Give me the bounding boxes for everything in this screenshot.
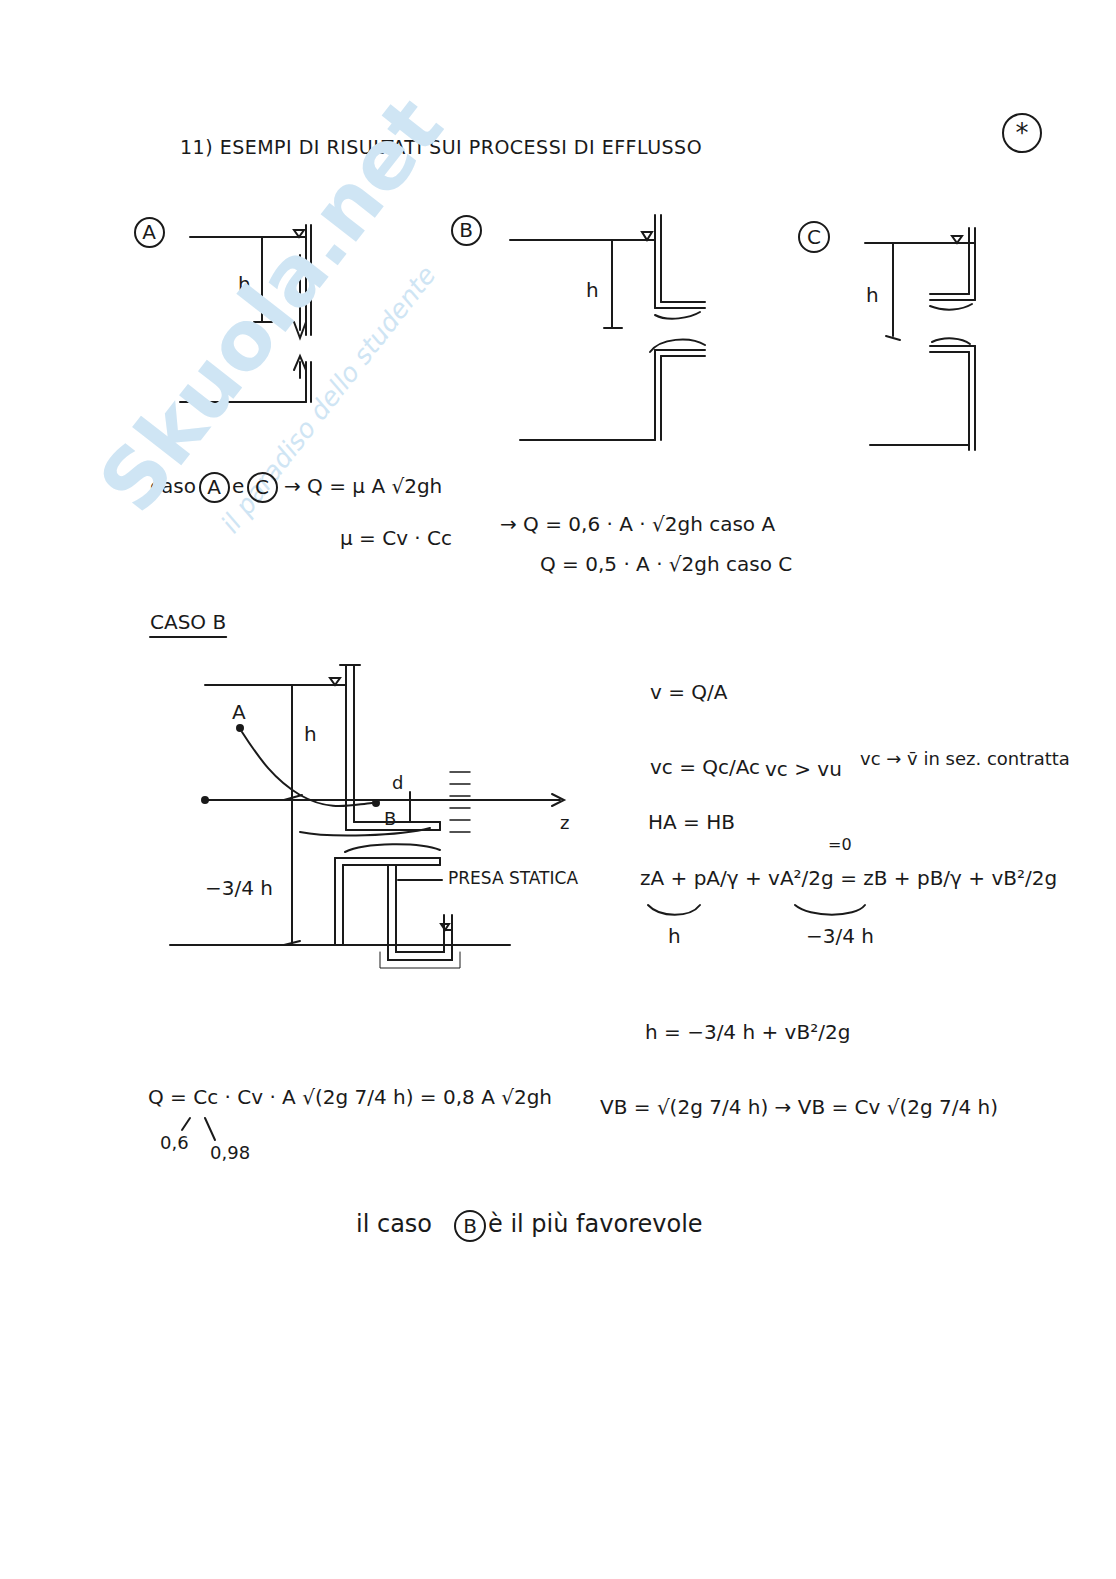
coefficient: 0,98 [210,1142,250,1164]
formula: vc > vu [765,757,842,781]
point-label: A [232,700,246,724]
dimension-label: d [392,772,403,794]
coefficient: 0,6 [160,1132,189,1154]
circle-letter: B [463,1216,477,1236]
formula: Q = 0,5 · A · √2gh caso C [540,552,792,576]
section-heading: CASO B [150,610,226,634]
circle-letter: C [255,477,269,497]
underline [150,636,226,638]
height-label: h [668,924,681,948]
circled-mark: * [1002,113,1042,153]
orifice-b [510,215,705,440]
orifice-c [865,228,975,450]
height-label: −3/4 h [205,876,273,900]
formula: zA + pA/γ + vA²/2g = zB + pB/γ + vB²/2g [640,866,1057,890]
formula: → Q = μ A √2gh [284,474,442,498]
orifice-b-detail [170,665,564,968]
brace [795,905,865,915]
case-marker: A [134,217,165,248]
height-label: h [304,722,317,746]
circle-letter: B [459,220,473,240]
note: vc → v̄ in sez. contratta [860,748,1080,770]
formula: → Q = 0,6 · A · √2gh caso A [500,512,775,536]
case-marker: B [454,1210,486,1242]
case-marker: C [247,472,278,503]
formula: =0 [828,835,852,854]
formula: Q = Cc · Cv · A √(2g 7/4 h) = 0,8 A √2gh [148,1085,552,1109]
conclusion: il caso [356,1210,432,1239]
height-label: −3/4 h [806,924,874,948]
formula: VB = √(2g 7/4 h) → VB = Cv √(2g 7/4 h) [600,1095,998,1119]
height-label: h [586,278,599,302]
circle-letter: A [207,477,221,497]
case-marker: A [199,472,230,503]
conclusion: è il più favorevole [488,1210,703,1239]
circle-letter: C [807,227,821,247]
formula: v = Q/A [650,680,727,704]
case-marker: B [451,215,482,246]
formula: μ = Cv · Cc [340,526,452,550]
case-marker: C [798,221,830,253]
axis-label: z [560,812,569,834]
formula: HA = HB [648,810,735,834]
formula: vc = Qc/Ac [650,755,760,779]
formula: h = −3/4 h + vB²/2g [645,1020,850,1044]
circle-letter: * [1016,120,1029,146]
brace [182,1118,190,1130]
circle-letter: A [142,222,156,242]
callout-text: PRESA STATICA [448,868,578,888]
point-label: B [384,808,396,830]
brace [205,1118,215,1140]
brace [648,905,700,915]
height-label: h [866,283,879,307]
